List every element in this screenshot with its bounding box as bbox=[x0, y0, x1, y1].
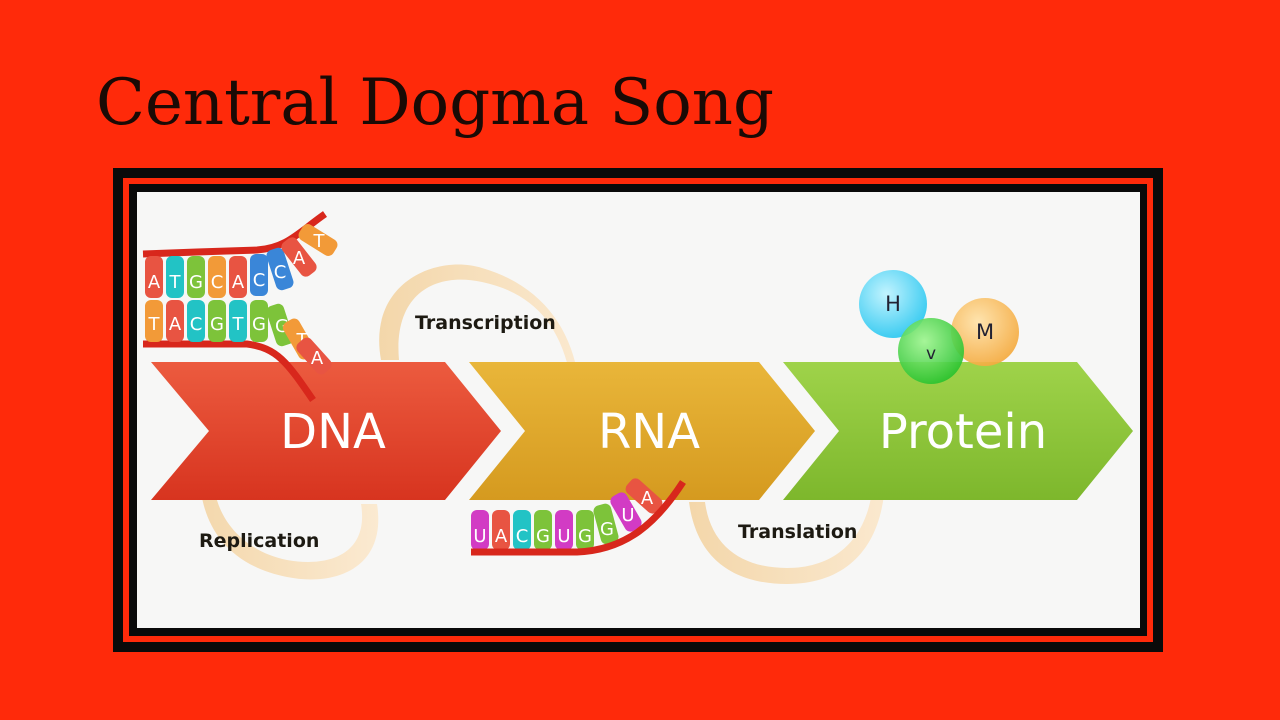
dna-bottom-base-6: G bbox=[252, 314, 266, 335]
protein-label: Protein bbox=[879, 404, 1047, 460]
dna-label: DNA bbox=[280, 404, 386, 460]
rna-base-8: U bbox=[621, 505, 634, 526]
protein-chevron bbox=[783, 362, 1133, 500]
rna-base-9: A bbox=[641, 488, 654, 509]
molecule-h bbox=[859, 270, 927, 338]
dna-bottom-base-3: C bbox=[190, 314, 203, 335]
translation-label: Translation bbox=[738, 521, 857, 543]
rna-base-6: G bbox=[578, 526, 592, 547]
diagram-svg: DNA RNA Protein Transcription Replicatio… bbox=[142, 211, 1133, 584]
rna-base-1: U bbox=[473, 526, 486, 547]
dna-bottom-base-1: T bbox=[148, 314, 161, 335]
rna-label: RNA bbox=[598, 404, 700, 460]
dna-bottom-base-2: A bbox=[169, 314, 182, 335]
dna-bottom-base-9: A bbox=[311, 348, 324, 369]
rna-base-2: A bbox=[495, 526, 508, 547]
rna-strand: U A C G U G G U A bbox=[471, 478, 686, 556]
molecule-v-label: v bbox=[926, 344, 936, 364]
replication-arc bbox=[187, 474, 379, 580]
dna-top-base-8: A bbox=[293, 248, 306, 269]
molecule-v bbox=[898, 318, 964, 384]
dna-top-base-4: C bbox=[211, 272, 224, 293]
dna-bottom-base-5: T bbox=[232, 314, 245, 335]
dna-chevron bbox=[151, 362, 501, 500]
molecule-h-label: H bbox=[885, 292, 901, 316]
dna-double-helix: A T G C A C C A T T A bbox=[142, 211, 338, 402]
central-dogma-diagram: DNA RNA Protein Transcription Replicatio… bbox=[137, 192, 1140, 628]
amino-acid-cluster: H v M bbox=[859, 270, 1019, 384]
dna-top-base-3: G bbox=[189, 272, 203, 293]
dna-top-base-7: C bbox=[274, 262, 287, 283]
rna-base-7: G bbox=[600, 519, 614, 540]
rna-base-4: G bbox=[536, 526, 550, 547]
dna-top-base-9: T bbox=[313, 231, 326, 252]
dna-top-base-1: A bbox=[148, 272, 161, 293]
translation-arc bbox=[689, 464, 899, 584]
slide-title: Central Dogma Song bbox=[96, 66, 774, 140]
dna-top-base-6: C bbox=[253, 270, 266, 291]
dna-top-base-5: A bbox=[232, 272, 245, 293]
dna-bottom-base-4: G bbox=[210, 314, 224, 335]
rna-chevron bbox=[469, 362, 815, 500]
rna-base-3: C bbox=[516, 526, 529, 547]
transcription-label: Transcription bbox=[415, 312, 556, 334]
molecule-m bbox=[951, 298, 1019, 366]
dna-top-base-2: T bbox=[169, 272, 182, 293]
molecule-m-label: M bbox=[976, 320, 994, 344]
rna-base-5: U bbox=[557, 526, 570, 547]
replication-label: Replication bbox=[199, 530, 319, 552]
